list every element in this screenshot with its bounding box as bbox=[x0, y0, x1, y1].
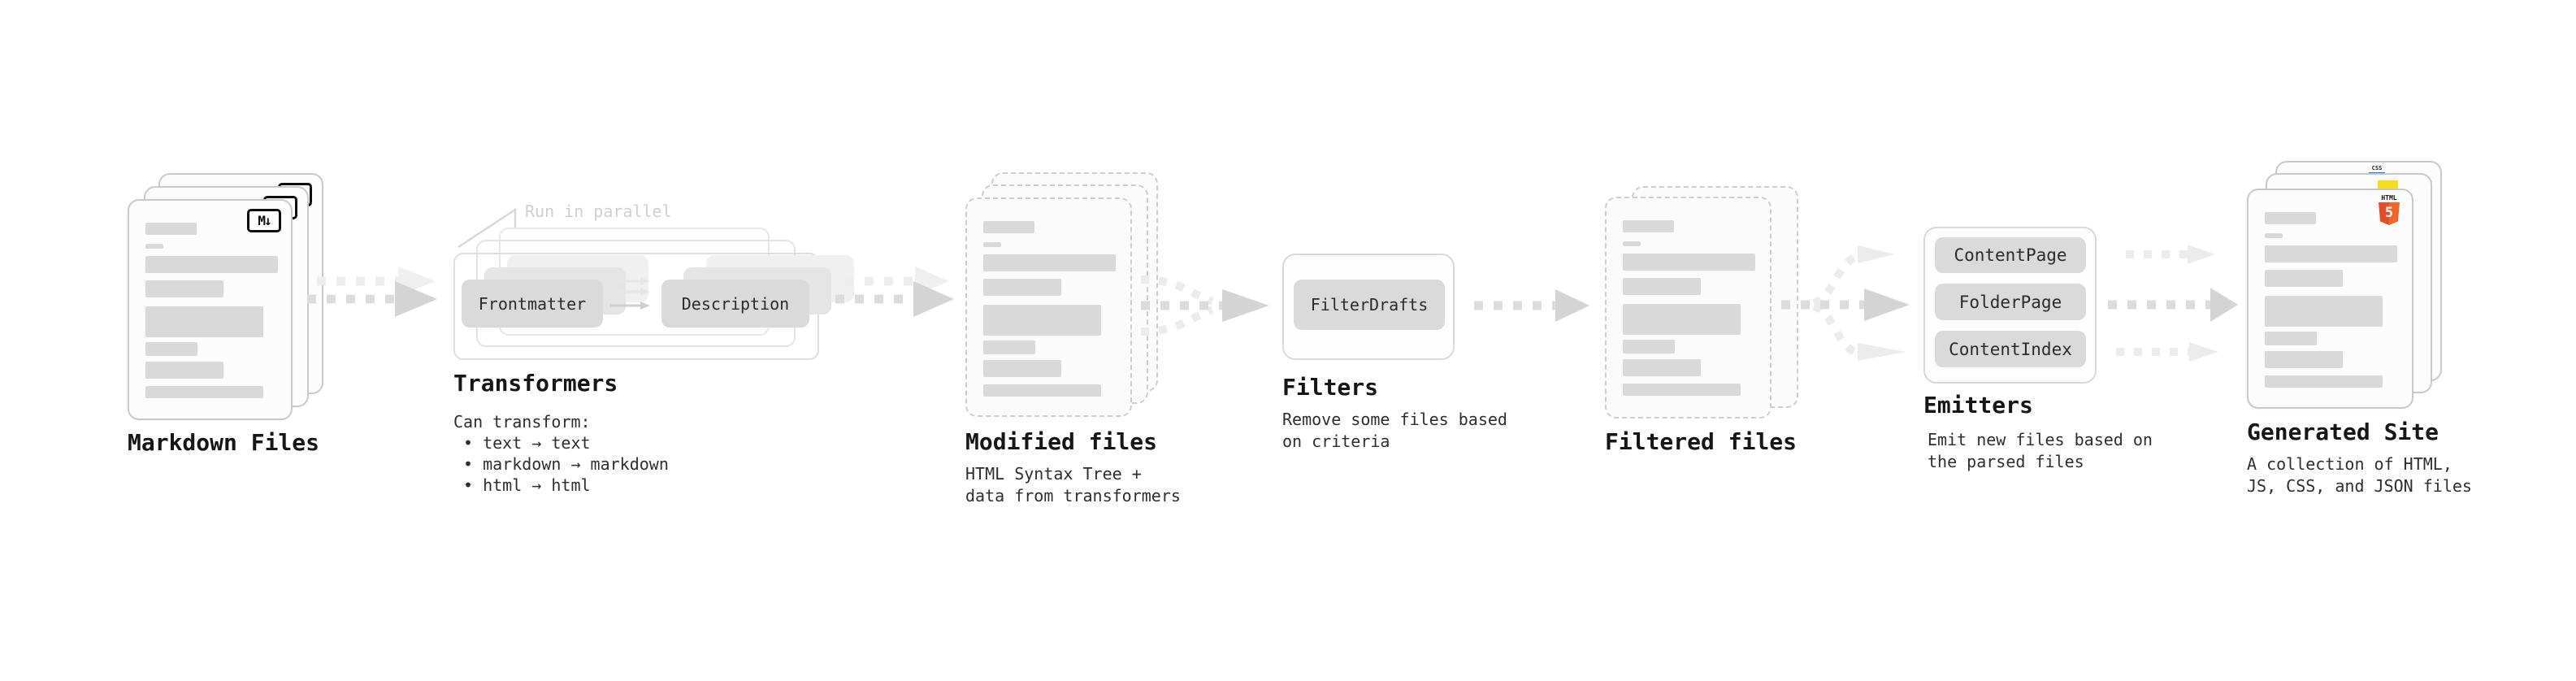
flow-arrow-transformers-to-modified bbox=[835, 267, 954, 317]
generated-description: A collection of HTML, JS, CSS, and JSON … bbox=[2247, 453, 2472, 497]
text-line-bar bbox=[1623, 220, 1674, 232]
transformer-box-description: Description bbox=[661, 280, 809, 327]
description-line: A collection of HTML, bbox=[2247, 454, 2452, 474]
text-line-bar bbox=[2265, 245, 2397, 262]
description-line: the parsed files bbox=[1928, 452, 2084, 471]
site-file-card-front: HTML 5 bbox=[2247, 189, 2413, 409]
description-line: Emit new files based on bbox=[1928, 430, 2153, 449]
text-line-bar bbox=[145, 306, 263, 337]
text-line-bar bbox=[1623, 340, 1675, 354]
description-line: HTML Syntax Tree + bbox=[965, 464, 1142, 484]
flow-arrows-emitters-to-site bbox=[2108, 245, 2238, 362]
text-line-bar bbox=[1623, 278, 1701, 295]
html5-icon-shield: 5 bbox=[2379, 202, 2400, 225]
text-line-bar bbox=[1623, 359, 1701, 376]
transformer-box-frontmatter: Frontmatter bbox=[462, 280, 603, 327]
stage-title-generated-site: Generated Site bbox=[2247, 419, 2439, 445]
text-line-bar bbox=[2265, 270, 2343, 287]
markdown-icon: M↓ bbox=[247, 209, 281, 232]
text-line-bar bbox=[983, 279, 1061, 296]
filtered-file-card-front bbox=[1605, 197, 1772, 419]
markdown-file-card-front: M↓ bbox=[128, 199, 293, 420]
text-line-bar bbox=[2265, 212, 2316, 224]
text-line-bar bbox=[983, 242, 1001, 247]
text-line-bar bbox=[2265, 351, 2343, 368]
emitters-description: Emit new files based on the parsed files bbox=[1928, 429, 2153, 473]
text-line-bar bbox=[983, 305, 1101, 336]
modified-description: HTML Syntax Tree + data from transformer… bbox=[965, 463, 1181, 507]
stage-title-emitters: Emitters bbox=[1923, 392, 2033, 419]
text-line-bar bbox=[983, 221, 1034, 233]
stage-title-modified-files: Modified files bbox=[965, 428, 1158, 455]
stage-title-filtered-files: Filtered files bbox=[1605, 428, 1798, 455]
text-line-bar bbox=[145, 342, 197, 356]
text-line-bar bbox=[145, 256, 278, 273]
parallel-mini-arrows bbox=[610, 277, 650, 310]
fanout-arrow-filtered-to-emitters bbox=[1781, 245, 1910, 361]
text-line-bar bbox=[983, 340, 1035, 354]
modified-file-card-front bbox=[965, 197, 1132, 417]
description-line: Can transform: bbox=[453, 412, 591, 432]
text-line-bar bbox=[2265, 233, 2283, 238]
transformers-description: Can transform: text → text markdown → ma… bbox=[453, 411, 669, 496]
text-line-bar bbox=[145, 386, 263, 398]
description-bullet: markdown → markdown bbox=[453, 453, 669, 475]
html5-icon-label: HTML bbox=[2381, 194, 2397, 202]
text-line-bar bbox=[145, 223, 197, 235]
filters-description: Remove some files based on criteria bbox=[1282, 409, 1507, 453]
stage-title-markdown-files: Markdown Files bbox=[128, 429, 320, 456]
emitter-box-contentindex: ContentIndex bbox=[1935, 331, 2086, 367]
description-bullet: text → text bbox=[453, 432, 669, 453]
emitter-box-contentpage: ContentPage bbox=[1935, 237, 2086, 273]
description-line: JS, CSS, and JSON files bbox=[2247, 476, 2472, 496]
text-line-bar bbox=[983, 384, 1101, 397]
text-line-bar bbox=[145, 244, 163, 249]
description-line: data from transformers bbox=[965, 486, 1181, 505]
flow-arrow-filters-to-filtered bbox=[1474, 289, 1589, 322]
run-in-parallel-note: Run in parallel bbox=[525, 202, 672, 221]
text-line-bar bbox=[1623, 384, 1741, 396]
description-line: Remove some files based bbox=[1282, 410, 1507, 429]
text-line-bar bbox=[2265, 296, 2383, 327]
flow-arrow-markdown-to-transformers bbox=[307, 267, 437, 317]
text-line-bar bbox=[1623, 254, 1755, 271]
text-line-bar bbox=[983, 254, 1116, 271]
css-icon-label: CSS bbox=[2371, 165, 2383, 171]
text-line-bar bbox=[1623, 241, 1641, 246]
text-line-bar bbox=[1623, 304, 1741, 335]
filter-box-filterdrafts: FilterDrafts bbox=[1294, 280, 1445, 330]
stage-title-filters: Filters bbox=[1282, 374, 1379, 401]
merge-arrow-modified-to-filters bbox=[1140, 275, 1269, 336]
text-line-bar bbox=[145, 362, 223, 379]
run-in-parallel-callout-line bbox=[458, 207, 517, 249]
description-line: on criteria bbox=[1282, 432, 1390, 451]
text-line-bar bbox=[2265, 332, 2317, 345]
text-line-bar bbox=[145, 280, 223, 297]
stage-title-transformers: Transformers bbox=[453, 370, 618, 397]
text-line-bar bbox=[2265, 375, 2383, 388]
description-bullet: html → html bbox=[453, 475, 669, 496]
emitter-box-folderpage: FolderPage bbox=[1935, 284, 2086, 320]
text-line-bar bbox=[983, 360, 1061, 377]
html5-icon: HTML 5 bbox=[2378, 194, 2400, 225]
